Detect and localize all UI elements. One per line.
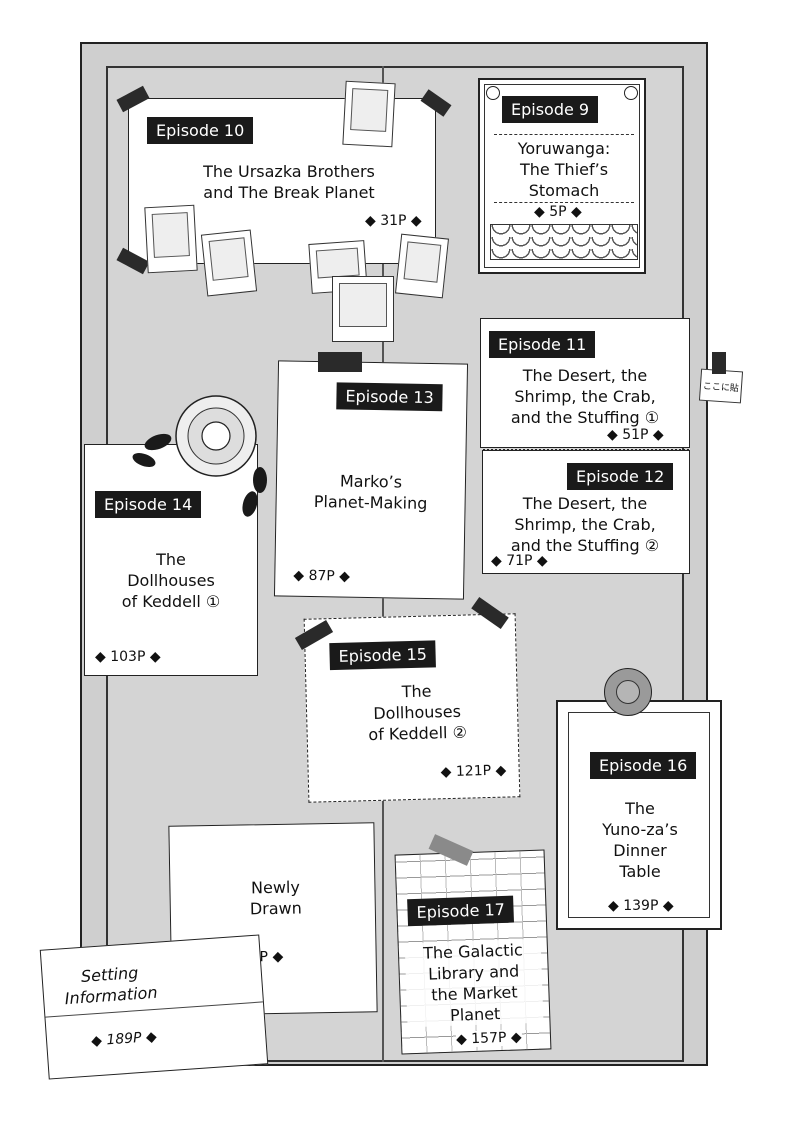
newly-drawn-title: Newly Drawn bbox=[220, 876, 331, 920]
photo-brothers bbox=[332, 276, 394, 342]
fruit-sticker bbox=[318, 352, 362, 372]
page-number: ◆ 87P ◆ bbox=[293, 567, 351, 585]
episode-13-card[interactable]: Episode 13 Marko’s Planet-Making ◆ 87P ◆ bbox=[273, 360, 469, 600]
title-line: Drawn bbox=[249, 898, 302, 919]
photo-shell bbox=[394, 233, 450, 299]
episode-title: The Ursazka Brothers and The Break Plane… bbox=[149, 161, 429, 203]
dashed-divider bbox=[494, 202, 634, 203]
title-line: Shrimp, the Crab, bbox=[514, 387, 656, 406]
title-line: Newly bbox=[250, 877, 301, 898]
episode-title: Yoruwanga: The Thief’s Stomach bbox=[488, 138, 640, 201]
episode-label: Episode 12 bbox=[567, 463, 674, 490]
photo-figures bbox=[200, 229, 258, 297]
title-line: The Desert, the bbox=[522, 366, 648, 385]
episode-title: The Desert, the Shrimp, the Crab, and th… bbox=[485, 493, 685, 556]
title-line: and the Stuffing ② bbox=[510, 536, 660, 555]
page-number: ◆ 103P ◆ bbox=[95, 649, 161, 665]
episode-16-card[interactable]: Episode 16 The Yuno-za’s Dinner Table ◆ … bbox=[556, 700, 722, 930]
page-number: ◆ 51P ◆ bbox=[607, 427, 664, 443]
sticky-note-text: ここに貼 bbox=[702, 381, 740, 395]
page-number: ◆ 139P ◆ bbox=[608, 898, 674, 914]
episode-title: The Dollhouses of Keddell ② bbox=[346, 679, 488, 746]
title-line: Planet-Making bbox=[313, 492, 428, 513]
title-line: Marko’s bbox=[339, 471, 403, 492]
title-line: The Thief’s bbox=[519, 160, 609, 179]
title-line: Dinner bbox=[613, 841, 667, 860]
title-line: The bbox=[625, 799, 655, 818]
episode-label: Episode 11 bbox=[489, 331, 596, 358]
title-line: Yuno-za’s bbox=[602, 820, 678, 839]
episode-label: Episode 13 bbox=[336, 382, 443, 412]
episode-14-card[interactable]: Episode 14 The Dollhouses of Keddell ① ◆… bbox=[84, 444, 258, 676]
photo-knight bbox=[342, 80, 396, 148]
page-number: ◆ 157P ◆ bbox=[455, 1029, 522, 1048]
title-line: Dollhouses bbox=[127, 571, 215, 590]
title-line: The Desert, the bbox=[522, 494, 648, 513]
title-line: Shrimp, the Crab, bbox=[514, 515, 656, 534]
pin bbox=[486, 86, 500, 100]
page-number: ◆ 189P ◆ bbox=[90, 1028, 158, 1050]
photo-creature bbox=[144, 204, 198, 274]
episode-title: The Dollhouses of Keddell ① bbox=[89, 549, 253, 612]
page-number: ◆ 31P ◆ bbox=[365, 213, 422, 229]
episode-title: The Yuno-za’s Dinner Table bbox=[578, 798, 702, 882]
episode-17-card[interactable]: Episode 17 The Galactic Library and the … bbox=[394, 849, 552, 1055]
stitched-edge bbox=[483, 449, 689, 451]
episode-title: Marko’s Planet-Making bbox=[282, 469, 459, 514]
episode-label: Episode 9 bbox=[502, 96, 599, 123]
episode-11-card[interactable]: Episode 11 The Desert, the Shrimp, the C… bbox=[480, 318, 690, 448]
title-line: Yoruwanga: bbox=[517, 139, 611, 158]
title-line: of Keddell ① bbox=[121, 592, 221, 611]
episode-title: The Desert, the Shrimp, the Crab, and th… bbox=[485, 365, 685, 428]
title-line: of Keddell ② bbox=[368, 722, 468, 745]
title-line: The Ursazka Brothers bbox=[203, 162, 375, 181]
episode-title: The Galactic Library and the Market Plan… bbox=[404, 938, 544, 1028]
scale-pattern bbox=[490, 224, 638, 260]
episode-15-card[interactable]: Episode 15 The Dollhouses of Keddell ② ◆… bbox=[303, 613, 521, 803]
episode-label: Episode 15 bbox=[329, 640, 437, 671]
pin bbox=[624, 86, 638, 100]
tape-strip bbox=[712, 352, 726, 374]
title-line: and The Break Planet bbox=[203, 183, 375, 202]
episode-label: Episode 16 bbox=[590, 752, 697, 779]
flower-icon bbox=[132, 395, 267, 517]
title-line: Stomach bbox=[528, 181, 600, 200]
setting-info-title: Setting Information bbox=[46, 960, 175, 1011]
wax-seal-center bbox=[616, 680, 640, 704]
episode-12-card[interactable]: Episode 12 The Desert, the Shrimp, the C… bbox=[482, 449, 690, 574]
title-line: and the Stuffing ① bbox=[510, 408, 660, 427]
page-number: ◆ 71P ◆ bbox=[491, 553, 548, 569]
title-line: Table bbox=[619, 862, 661, 881]
page-number: ◆ 121P ◆ bbox=[440, 762, 507, 781]
episode-9-card[interactable]: Episode 9 Yoruwanga: The Thief’s Stomach… bbox=[478, 78, 646, 274]
setting-info-card[interactable]: Setting Information ◆ 189P ◆ bbox=[39, 934, 269, 1080]
title-line: The bbox=[156, 550, 186, 569]
episode-label: Episode 10 bbox=[147, 117, 254, 144]
episode-label: Episode 14 bbox=[95, 491, 202, 518]
episode-label: Episode 17 bbox=[407, 895, 515, 927]
page-number: ◆ 5P ◆ bbox=[534, 204, 582, 220]
dashed-divider bbox=[494, 134, 634, 135]
